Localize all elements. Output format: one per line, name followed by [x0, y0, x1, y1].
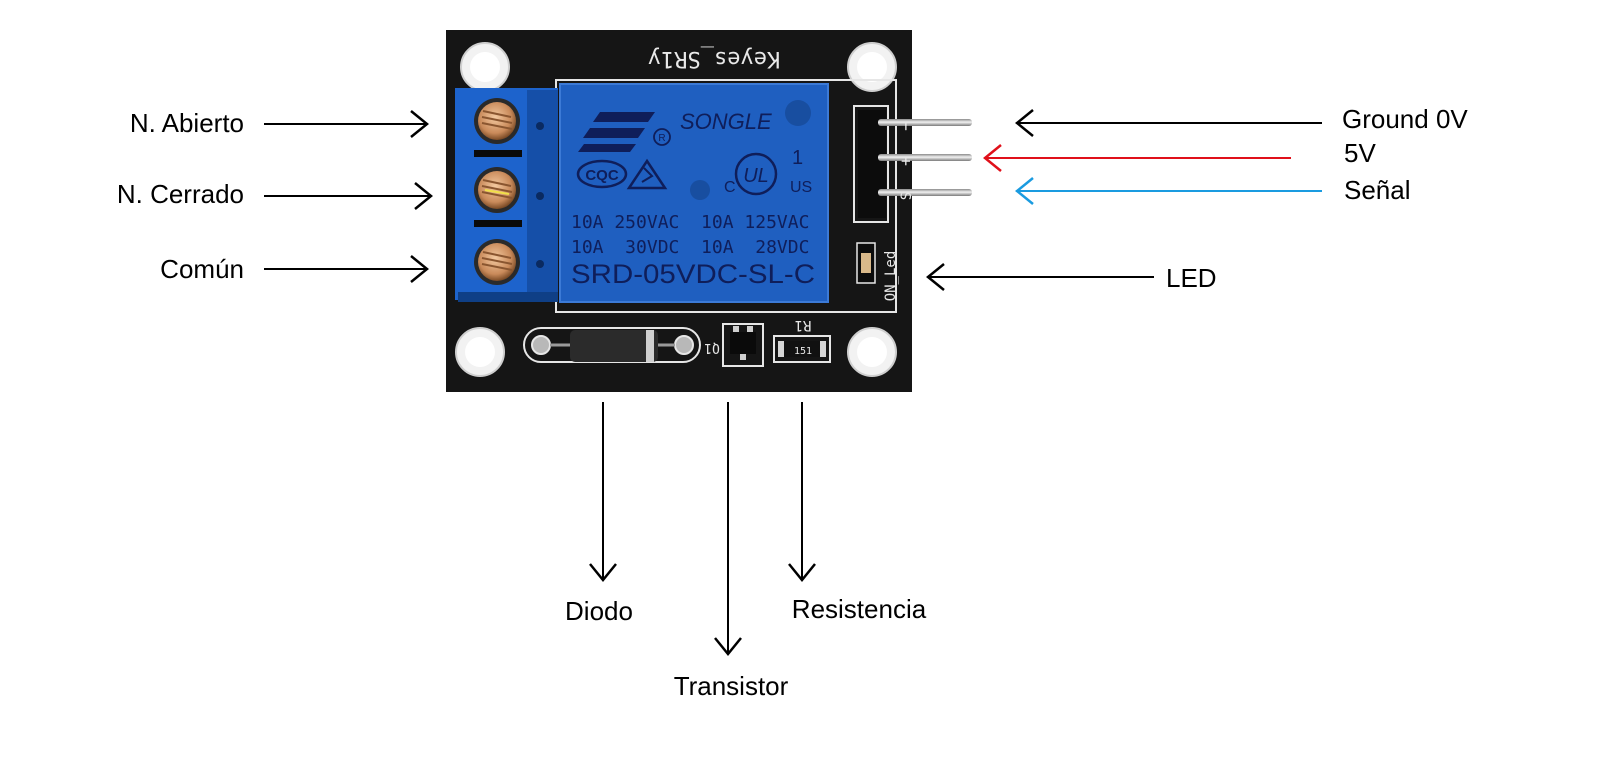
cqc-mark-icon: CQC [576, 159, 628, 189]
relay-model: SRD-05VDC-SL-C [571, 259, 815, 289]
pin-minus-label: − [896, 121, 915, 131]
relay-module-board: Keyes_SR1y [446, 30, 972, 392]
terminal-screw-com [474, 239, 520, 285]
ul-mark-icon: C UL US 1 [724, 147, 812, 196]
cert-1: 1 [792, 147, 803, 169]
diode-component [523, 327, 701, 363]
label-diode: Diodo [565, 596, 633, 626]
silkscreen-title: Keyes_SR1y [648, 46, 780, 71]
resistor-ref: R1 [795, 317, 812, 333]
songle-logo-icon: R [578, 112, 671, 152]
pin-vcc [878, 154, 972, 161]
terminal-screw-nc [474, 167, 520, 213]
warning-triangle-icon [626, 158, 668, 190]
transistor-ref: Q1 [704, 340, 720, 355]
mounting-holes [455, 42, 897, 377]
label-resistor: Resistencia [792, 594, 927, 624]
label-5v: 5V [1344, 138, 1376, 168]
label-ground: Ground 0V [1342, 104, 1468, 134]
relay-vent-center [690, 180, 710, 200]
pin-header: − + S [858, 110, 972, 218]
led-silkscreen: ON_Led [883, 251, 899, 302]
label-normally-open: N. Abierto [130, 108, 244, 138]
resistor-component: R1 151 [773, 317, 831, 363]
transistor-component: Q1 [704, 323, 764, 367]
svg-text:UL: UL [743, 165, 769, 187]
pin-plus-label: + [896, 156, 915, 166]
relay-component: R SONGLE CQC C UL US 1 10A 250VAC 10A 12… [559, 83, 829, 303]
relay-rating-line2: 10A 30VDC 10A 28VDC [571, 237, 809, 258]
pin-signal-label: S [899, 192, 915, 200]
label-common: Común [160, 254, 244, 284]
label-transistor: Transistor [674, 671, 789, 701]
cert-cqc: CQC [585, 167, 619, 184]
screw-terminal-block [455, 88, 558, 302]
label-led: LED [1166, 263, 1217, 293]
resistor-code: 151 [794, 346, 812, 357]
pin-ground [878, 119, 972, 126]
status-led: ON_Led [856, 242, 899, 302]
label-signal: Señal [1344, 175, 1411, 205]
relay-vent-top [785, 100, 811, 126]
svg-text:R: R [658, 133, 665, 144]
pin-signal [878, 189, 972, 196]
cert-us: US [790, 179, 812, 196]
relay-rating-line1: 10A 250VAC 10A 125VAC [571, 212, 809, 233]
terminal-screw-no [474, 98, 520, 144]
cert-c: C [724, 179, 736, 196]
relay-brand: SONGLE [680, 109, 772, 134]
label-normally-closed: N. Cerrado [117, 179, 244, 209]
header-outline [853, 105, 889, 223]
